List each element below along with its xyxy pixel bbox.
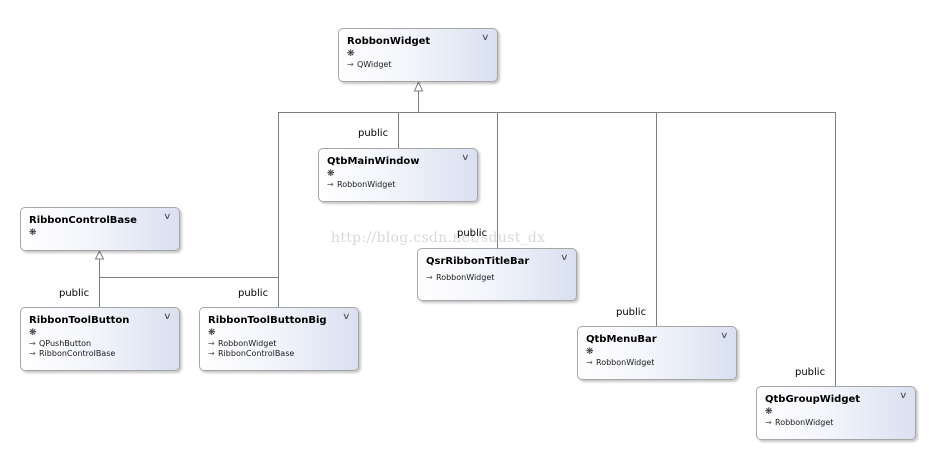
chevron-double-down-icon[interactable]: ∨ [163, 212, 172, 222]
class-qtb-main-window[interactable]: QtbMainWindow ∨ ❋ →RobbonWidget [318, 148, 478, 202]
members-icon: ❋ [586, 347, 594, 357]
class-name: RobbonWidget [347, 36, 431, 47]
class-ribbon-tool-button-big[interactable]: RibbonToolButtonBig ∨ ❋ →RobbonWidget →R… [199, 307, 359, 371]
members-icon: ❋ [765, 407, 773, 417]
base-class-item: →RibbonControlBase [208, 349, 295, 358]
inheritance-label-qsr-ribbon-title-bar: public [457, 228, 488, 239]
inherits-arrow-icon: → [347, 60, 354, 69]
base-class-item: →RibbonControlBase [29, 349, 116, 358]
chevron-double-down-icon[interactable]: ∨ [461, 153, 470, 163]
inheritance-label-ribbon-tool-button-big: public [238, 288, 269, 299]
chevron-double-down-icon[interactable]: ∨ [163, 312, 172, 322]
chevron-double-down-icon[interactable]: ∨ [342, 312, 351, 322]
chevron-double-down-icon[interactable]: ∨ [481, 33, 490, 43]
class-name: RibbonToolButton [29, 315, 130, 326]
base-class-item: →QPushButton [29, 339, 92, 348]
base-class-item: →QWidget [347, 60, 392, 69]
chevron-double-down-icon[interactable]: ∨ [720, 331, 729, 341]
members-icon: ❋ [327, 169, 335, 179]
class-robbon-widget[interactable]: RobbonWidget ∨ ❋ →QWidget [338, 28, 498, 82]
inherits-arrow-icon: → [327, 180, 334, 189]
inheritance-label-ribbon-tool-button: public [59, 288, 90, 299]
inherits-arrow-icon: → [29, 339, 36, 348]
class-ribbon-tool-button[interactable]: RibbonToolButton ∨ ❋ →QPushButton →Ribbo… [20, 307, 180, 371]
class-name: RibbonControlBase [29, 215, 137, 226]
inherits-arrow-icon: → [29, 349, 36, 358]
base-class-item: →RobbonWidget [327, 180, 396, 189]
base-class-item: →RobbonWidget [208, 339, 277, 348]
inheritance-label-qtb-main-window: public [358, 128, 389, 139]
members-icon: ❋ [347, 49, 355, 59]
class-ribbon-control-base[interactable]: RibbonControlBase ∨ ❋ [20, 207, 180, 251]
inheritance-arrowhead-robbon-widget [413, 80, 424, 92]
class-name: QtbMenuBar [586, 334, 657, 345]
inheritance-label-qtb-menu-bar: public [616, 307, 647, 318]
inherits-arrow-icon: → [208, 349, 215, 358]
inherits-arrow-icon: → [586, 358, 593, 367]
base-class-item: →RobbonWidget [426, 273, 495, 282]
class-qtb-group-widget[interactable]: QtbGroupWidget ∨ ❋ →RobbonWidget [756, 386, 916, 440]
chevron-double-down-icon[interactable]: ∨ [899, 391, 908, 401]
inherits-arrow-icon: → [426, 273, 433, 282]
chevron-double-down-icon[interactable]: ∨ [560, 253, 569, 263]
class-name: RibbonToolButtonBig [208, 315, 327, 326]
inherits-arrow-icon: → [765, 418, 772, 427]
members-icon: ❋ [208, 328, 216, 338]
class-name: QsrRibbonTitleBar [426, 256, 530, 267]
class-name: QtbGroupWidget [765, 394, 861, 405]
inheritance-arrowhead-ribbon-control-base [94, 249, 105, 260]
members-icon: ❋ [29, 228, 37, 238]
class-name: QtbMainWindow [327, 156, 420, 167]
class-qsr-ribbon-title-bar[interactable]: QsrRibbonTitleBar ∨ →RobbonWidget [417, 248, 577, 301]
watermark: http://blog.csdn.net/sdust_dx [331, 230, 546, 246]
class-qtb-menu-bar[interactable]: QtbMenuBar ∨ ❋ →RobbonWidget [577, 326, 737, 380]
base-class-item: →RobbonWidget [765, 418, 834, 427]
inherits-arrow-icon: → [208, 339, 215, 348]
base-class-item: →RobbonWidget [586, 358, 655, 367]
inheritance-label-qtb-group-widget: public [795, 367, 826, 378]
members-icon: ❋ [29, 328, 37, 338]
